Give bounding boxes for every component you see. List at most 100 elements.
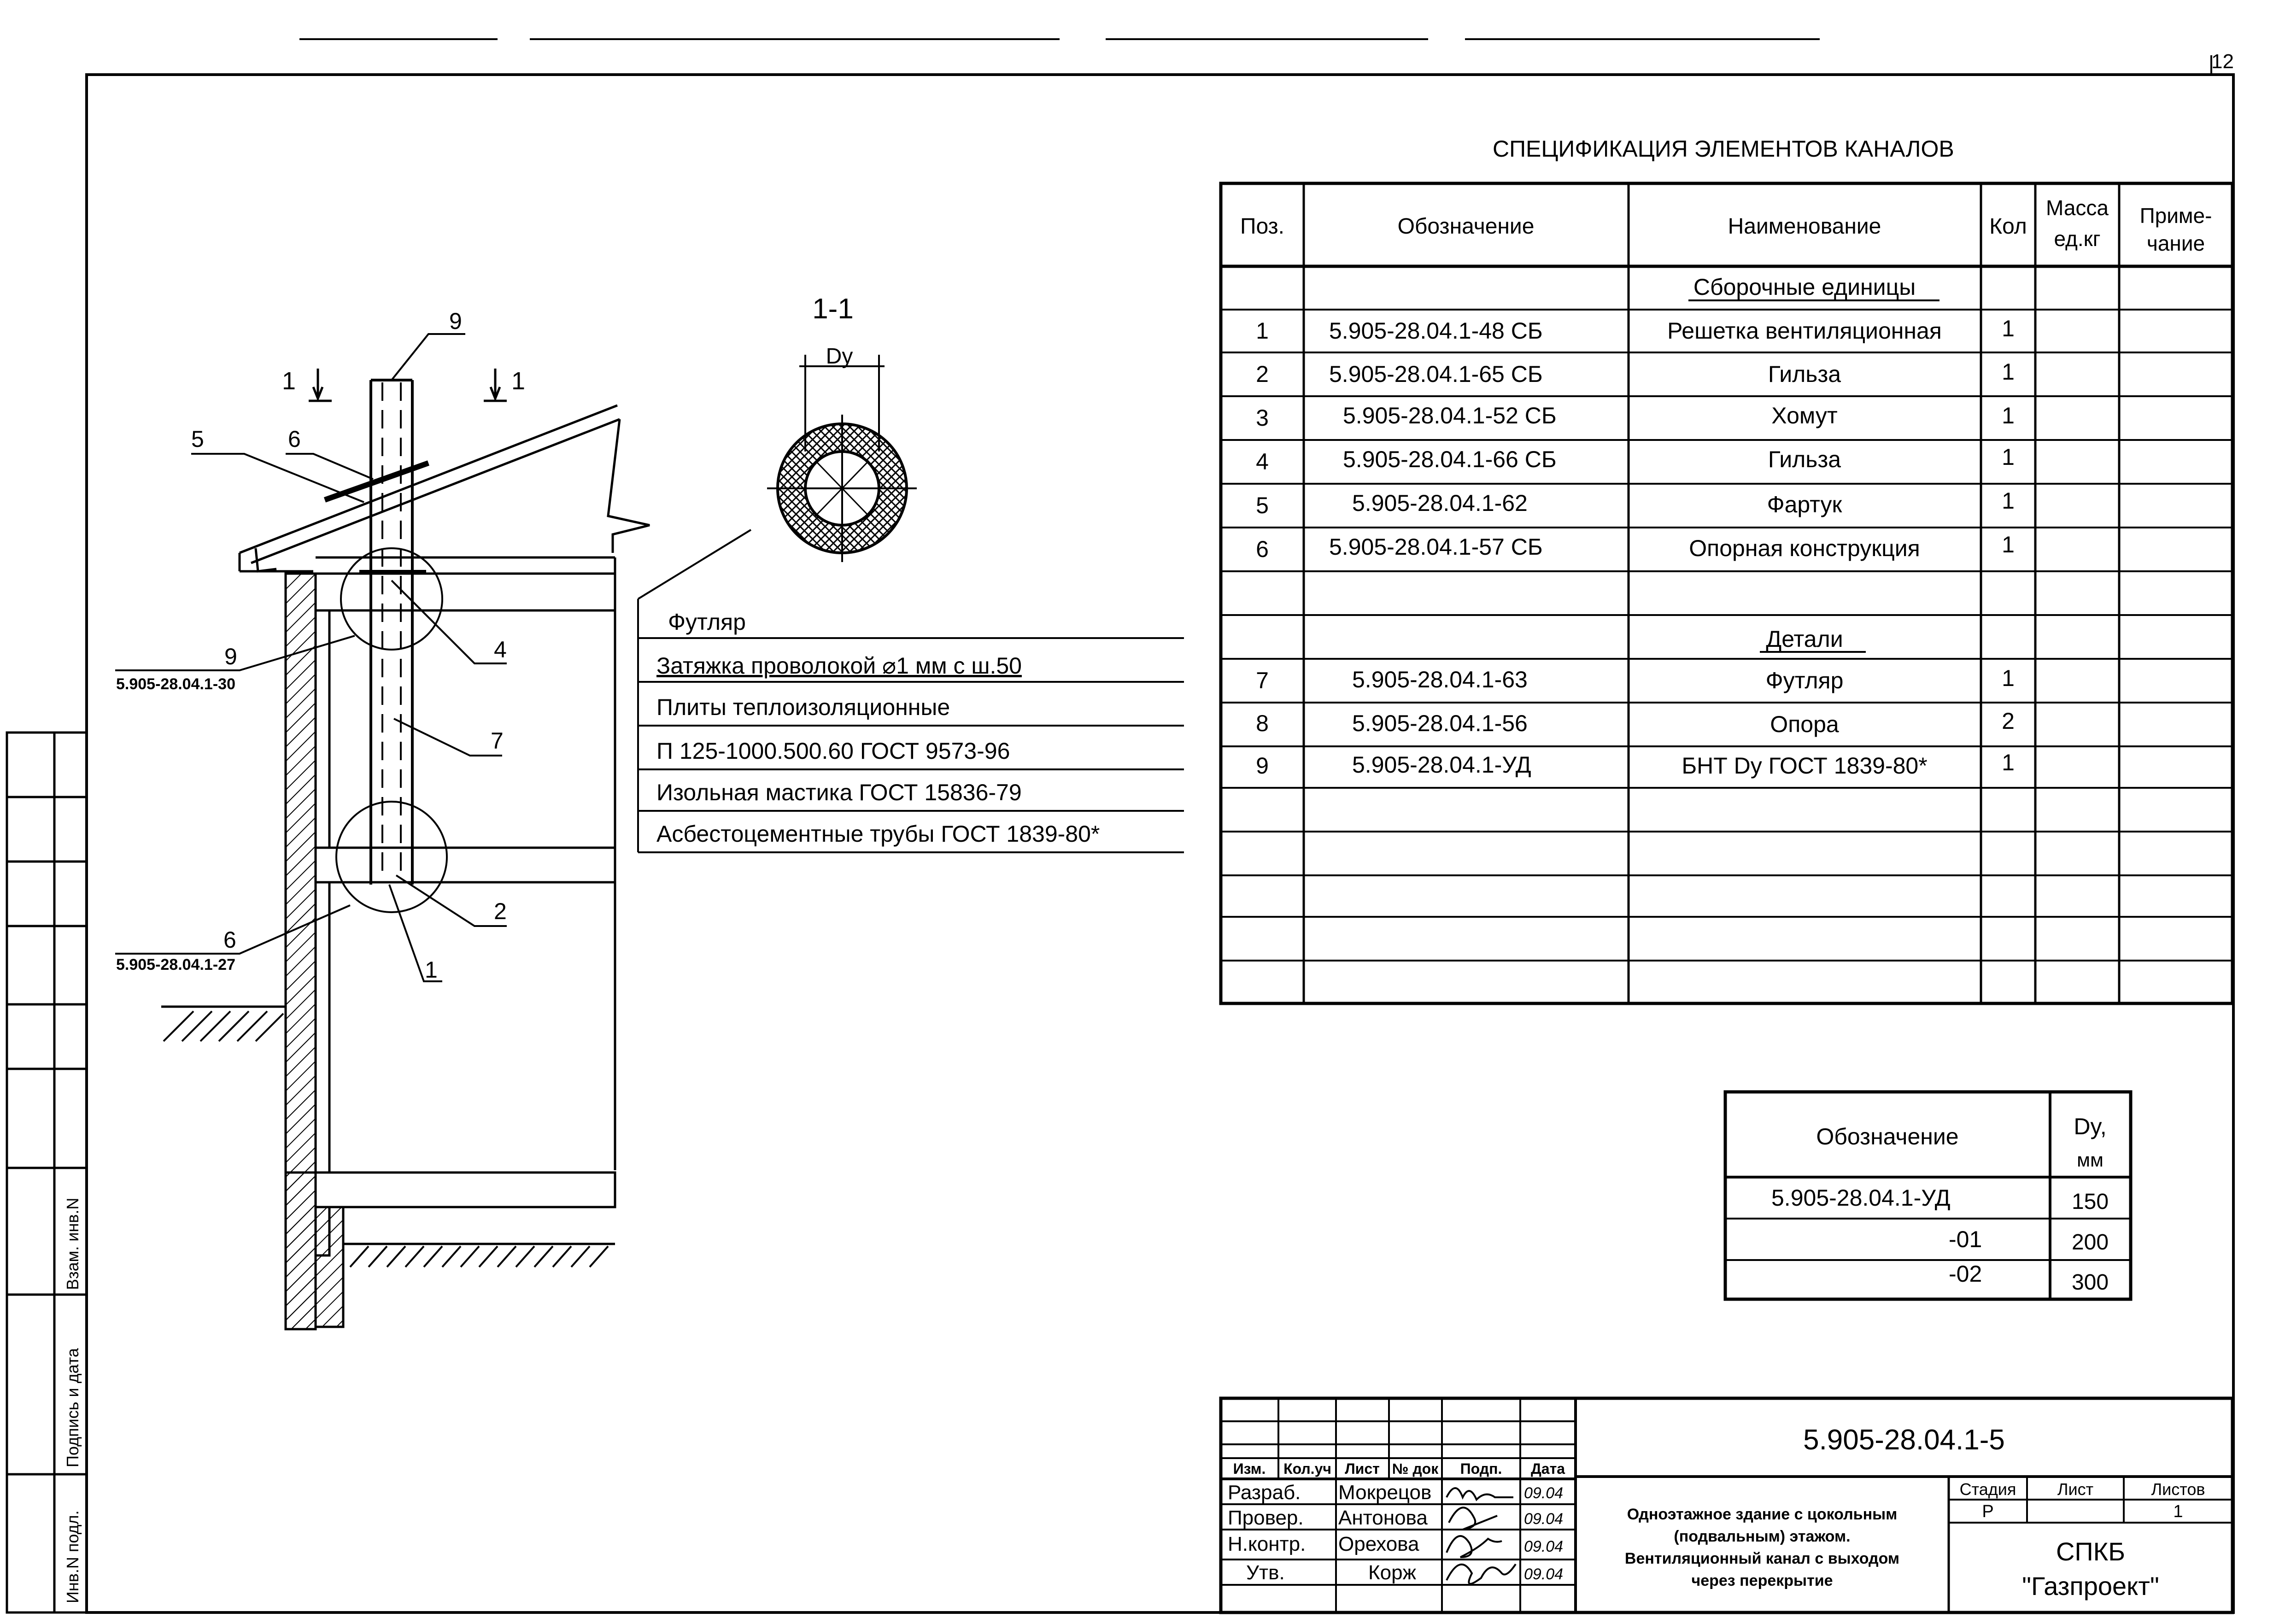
tb-description-4: через перекрытие <box>1691 1572 1833 1589</box>
tb-col-change: Изм. <box>1233 1460 1266 1477</box>
spec-cell-designation: 5.905-28.04.1-УД <box>1352 752 1531 778</box>
side-stamp-inventory: Инв.N подл. <box>63 1510 82 1603</box>
tb-col-doc: № док <box>1392 1460 1439 1477</box>
tb-org-2: "Газпроект" <box>2022 1571 2159 1601</box>
dy-cell-designation: 5.905-28.04.1-УД <box>1771 1185 1951 1211</box>
callout-2: 2 <box>494 898 507 924</box>
ref-6-code: 5.905-28.04.1-27 <box>116 956 235 973</box>
tb-sheets-header: Листов <box>2151 1480 2205 1499</box>
spec-cell-pos: 9 <box>1256 753 1269 779</box>
layer-label-pipe: Асбестоцементные трубы ГОСТ 1839-80* <box>656 821 1100 847</box>
tb-name: Мокрецов <box>1338 1481 1432 1504</box>
layer-label-insulation: Плиты теплоизоляционные <box>656 694 950 720</box>
spec-cell-name: Футляр <box>1765 668 1844 693</box>
tb-org-1: СПКБ <box>2056 1537 2126 1566</box>
dim-label: Dy <box>826 344 853 369</box>
tb-date: 09.04 <box>1524 1484 1564 1502</box>
callout-9: 9 <box>449 308 462 334</box>
layer-label-casing: Футляр <box>668 609 746 635</box>
spec-cell-pos: 6 <box>1256 536 1269 562</box>
spec-cell-qty: 1 <box>2002 665 2015 691</box>
sheet-number: 12 <box>2211 50 2234 73</box>
tb-sheet-header: Лист <box>2057 1480 2094 1499</box>
ref-6-number: 6 <box>223 927 236 953</box>
dy-header-dy: Dy, <box>2074 1114 2107 1139</box>
side-stamp <box>6 731 88 1614</box>
spec-section-details: Детали <box>1766 626 1843 652</box>
callout-4: 4 <box>494 637 507 662</box>
tb-role: Н.контр. <box>1228 1533 1306 1555</box>
spec-cell-pos: 8 <box>1256 710 1269 736</box>
callout-6: 6 <box>288 426 301 452</box>
tb-date: 09.04 <box>1524 1510 1564 1528</box>
spec-header-name: Наименование <box>1728 214 1881 239</box>
spec-cell-pos: 7 <box>1256 668 1269 693</box>
vent-pipe <box>323 379 448 913</box>
layer-label-insulation-spec: П 125-1000.500.60 ГОСТ 9573-96 <box>656 738 1010 764</box>
spec-cell-qty: 1 <box>2002 403 2015 428</box>
spec-cell-name: Гильза <box>1768 361 1841 387</box>
tb-role: Провер. <box>1228 1507 1304 1529</box>
tb-role: Разраб. <box>1228 1481 1301 1504</box>
layer-label-mastic: Изольная мастика ГОСТ 15836-79 <box>656 780 1022 805</box>
layer-label-wire: Затяжка проволокой ⌀1 мм с ш.50 <box>656 653 1022 679</box>
tb-col-date: Дата <box>1530 1460 1565 1477</box>
spec-cell-qty: 1 <box>2002 532 2015 557</box>
spec-cell-qty: 1 <box>2002 488 2015 514</box>
dy-table-grid <box>1723 1090 2133 1301</box>
dy-header-designation: Обозначение <box>1816 1124 1959 1149</box>
section-label: 1-1 <box>812 293 854 325</box>
tb-name: Корж <box>1368 1561 1417 1584</box>
tb-description-1: Одноэтажное здание с цокольным <box>1627 1506 1898 1523</box>
spec-header-qty: Кол <box>1989 214 2027 239</box>
spec-cell-designation: 5.905-28.04.1-62 <box>1352 490 1528 516</box>
spec-cell-pos: 1 <box>1256 318 1269 344</box>
spec-cell-designation: 5.905-28.04.1-56 <box>1352 710 1528 736</box>
tb-role: Утв. <box>1246 1561 1285 1584</box>
spec-cell-name: Хомут <box>1771 403 1838 428</box>
spec-cell-designation: 5.905-28.04.1-66 СБ <box>1343 446 1557 472</box>
spec-cell-qty: 1 <box>2002 750 2015 775</box>
spec-cell-name: Фартук <box>1767 492 1842 517</box>
spec-header-mass-1: Масса <box>2045 196 2109 220</box>
document-code: 5.905-28.04.1-5 <box>1803 1424 2005 1456</box>
spec-cell-designation: 5.905-28.04.1-52 СБ <box>1343 403 1557 428</box>
tb-name: Орехова <box>1338 1533 1419 1555</box>
spec-header-note-2: чание <box>2146 231 2205 255</box>
spec-cell-name: БНТ Dy ГОСТ 1839-80* <box>1682 753 1928 779</box>
spec-cell-designation: 5.905-28.04.1-63 <box>1352 667 1528 692</box>
spec-cell-pos: 2 <box>1256 361 1269 387</box>
tb-col-count: Кол.уч <box>1283 1460 1331 1477</box>
tb-col-sign: Подп. <box>1460 1460 1502 1477</box>
tb-col-sheet: Лист <box>1345 1460 1380 1477</box>
spec-table-grid <box>1219 182 2234 1005</box>
spec-header-pos: Поз. <box>1240 214 1284 239</box>
layer-lines <box>637 599 1184 853</box>
dy-header-unit: мм <box>2077 1149 2104 1171</box>
spec-cell-qty: 2 <box>2002 708 2015 734</box>
title-block-grid <box>1219 1396 2234 1614</box>
spec-title: СПЕЦИФИКАЦИЯ ЭЛЕМЕНТОВ КАНАЛОВ <box>1493 136 1954 162</box>
side-stamp-signature: Подпись и дата <box>63 1348 82 1467</box>
callout-1: 1 <box>425 957 438 983</box>
spec-cell-designation: 5.905-28.04.1-65 СБ <box>1329 361 1543 387</box>
signature-marks <box>1446 1487 1517 1585</box>
spec-cell-name: Опора <box>1770 711 1839 737</box>
spec-cell-designation: 5.905-28.04.1-48 СБ <box>1329 318 1543 344</box>
tb-description-2: (подвальным) этажом. <box>1674 1528 1851 1545</box>
spec-cell-name: Опорная конструкция <box>1689 535 1920 561</box>
spec-cell-designation: 5.905-28.04.1-57 СБ <box>1329 534 1543 560</box>
tb-date: 09.04 <box>1524 1538 1564 1555</box>
spec-cell-pos: 4 <box>1256 449 1269 475</box>
callout-leaders <box>115 333 752 982</box>
dy-cell-value: 300 <box>2071 1270 2109 1295</box>
tb-stage-header: Стадия <box>1959 1480 2016 1499</box>
spec-cell-qty: 1 <box>2002 359 2015 385</box>
spec-cell-qty: 1 <box>2002 444 2015 470</box>
tb-sheets: 1 <box>2173 1502 2183 1521</box>
building-elevation <box>161 404 650 1331</box>
ref-9-code: 5.905-28.04.1-30 <box>116 675 235 693</box>
spec-cell-pos: 3 <box>1256 405 1269 431</box>
cut-marks <box>309 369 507 402</box>
